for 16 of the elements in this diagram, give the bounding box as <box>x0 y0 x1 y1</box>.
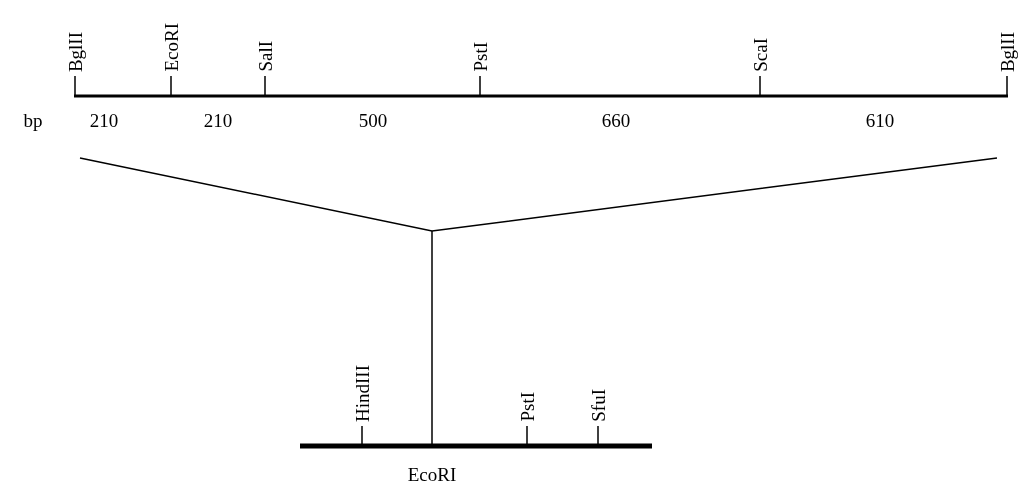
enzyme-site-label: SfuI <box>588 389 608 422</box>
fragment-length: 210 <box>89 110 119 130</box>
enzyme-site-label: EcoRI <box>161 23 181 72</box>
unit-label: bp <box>23 110 43 130</box>
enzyme-site-label: BglII <box>997 31 1017 72</box>
fragment-length: 500 <box>358 110 388 130</box>
fragment-length: 660 <box>601 110 631 130</box>
enzyme-site-label: PstI <box>517 392 537 422</box>
enzyme-site-label: EcoRI <box>407 464 457 484</box>
enzyme-site-label: PstI <box>470 42 490 72</box>
enzyme-site-label: BglII <box>65 31 85 72</box>
enzyme-site-label: SalI <box>255 41 275 72</box>
fragment-length: 210 <box>203 110 233 130</box>
enzyme-site-label: HindIII <box>352 365 372 422</box>
enzyme-site-label: ScaI <box>750 38 770 72</box>
fragment-length: 610 <box>865 110 895 130</box>
